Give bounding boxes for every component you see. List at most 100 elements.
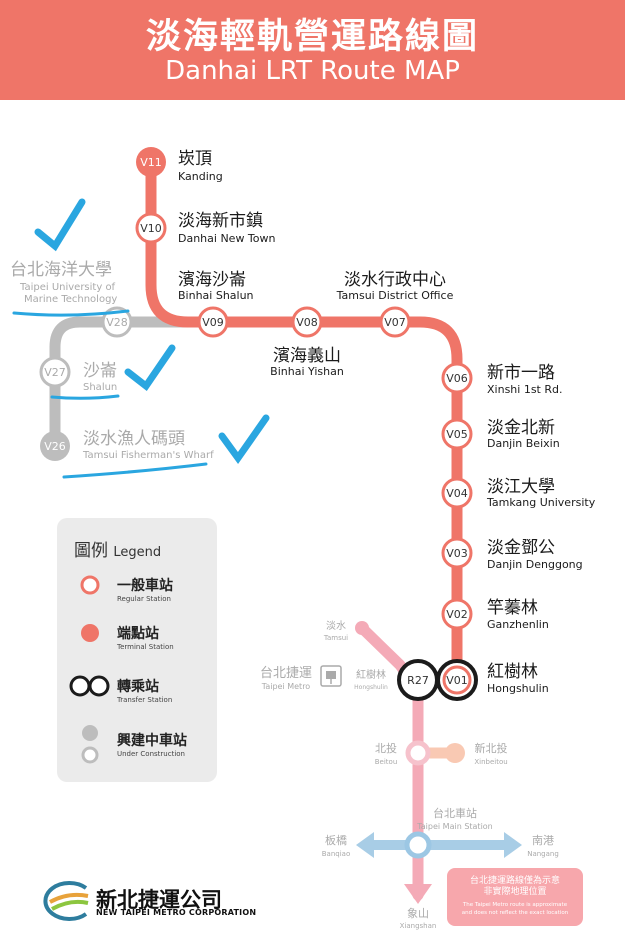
- station-marker-v07[interactable]: [379, 306, 411, 338]
- station-marker-v02[interactable]: [441, 598, 473, 630]
- name-v26-en: Tamsui Fisherman's Wharf: [82, 450, 214, 461]
- metro-beitou-zh: 北投: [375, 741, 397, 755]
- name-v08-en: Binhai Yishan: [270, 365, 344, 378]
- name-v06-en: Xinshi 1st Rd.: [487, 383, 562, 396]
- station-marker-v09[interactable]: [197, 306, 229, 338]
- company-name-en: NEW TAIPEI METRO CORPORATION: [96, 908, 257, 917]
- legend-transfer-zh: 轉乘站: [117, 679, 159, 695]
- name-v01-zh: 紅樹林: [487, 662, 538, 682]
- legend-panel: 圖例 Legend 一般車站 Regular Station 端點站 Termi…: [57, 518, 217, 782]
- name-v28-zh: 台北海洋大學: [10, 260, 112, 280]
- legend-symbols: [69, 575, 110, 764]
- transfer-station-icon: [69, 675, 110, 697]
- disclaimer-note: 台北捷運路線僅為示意 非實際地理位置 The Taipei Metro rout…: [447, 868, 583, 926]
- code-v08: V08: [296, 316, 318, 329]
- name-v27-zh: 沙崙: [83, 361, 117, 381]
- checkmark-icon: [34, 198, 86, 252]
- title-chinese: 淡海輕軌營運路線圖: [145, 17, 479, 57]
- construction-terminal-icon: [82, 725, 98, 741]
- metro-name-zh: 台北捷運: [260, 666, 312, 681]
- station-marker-v08[interactable]: [291, 306, 323, 338]
- legend-item-terminal: 端點站 Terminal Station: [117, 623, 174, 651]
- name-v11-en: Kanding: [178, 170, 223, 183]
- underline-v28: [12, 309, 130, 317]
- beitou-station: [405, 740, 431, 766]
- code-v06: V06: [446, 372, 468, 385]
- code-v27: V27: [44, 366, 66, 379]
- xinbeitou-terminal: [445, 743, 465, 763]
- name-v04-en: Tamkang University: [486, 496, 596, 509]
- name-v09-en: Binhai Shalun: [178, 289, 254, 302]
- new-taipei-metro-logo-icon: [43, 881, 89, 921]
- company-name-zh: 新北捷運公司: [96, 888, 222, 912]
- metro-beitou-en: Beitou: [375, 758, 398, 766]
- station-marker-v27[interactable]: [39, 356, 71, 388]
- name-v09-zh: 濱海沙崙: [178, 270, 246, 290]
- terminal-station-icon: [81, 624, 99, 642]
- underline-v27: [50, 394, 120, 400]
- metro-main-zh: 台北車站: [433, 806, 477, 820]
- code-v07: V07: [384, 316, 406, 329]
- metro-banqiao-zh: 板橋: [325, 833, 347, 847]
- name-v03-en: Danjin Denggong: [487, 558, 583, 571]
- code-v04: V04: [446, 487, 468, 500]
- station-marker-v05[interactable]: [441, 418, 473, 450]
- construction-station-icon: [81, 746, 99, 764]
- name-v07-zh: 淡水行政中心: [344, 270, 446, 290]
- metro-r27-zh: 紅樹林: [356, 668, 386, 681]
- legend-transfer-en: Transfer Station: [117, 696, 173, 704]
- code-r27: R27: [407, 674, 429, 687]
- station-marker-v28[interactable]: [101, 306, 133, 338]
- legend-construction-en: Under Construction: [117, 750, 185, 758]
- note-zh-line2: 非實際地理位置: [483, 887, 547, 897]
- name-v02-en: Ganzhenlin: [487, 618, 549, 631]
- name-v05-zh: 淡金北新: [487, 418, 555, 438]
- metro-xinbeitou-zh: 新北投: [475, 741, 508, 755]
- underline-v26: [62, 462, 208, 479]
- legend-item-regular: 一般車站 Regular Station: [117, 575, 173, 603]
- station-marker-v06[interactable]: [441, 362, 473, 394]
- main-station: [404, 831, 432, 859]
- name-v08-zh: 濱海義山: [273, 346, 341, 366]
- name-v02-zh: 竿蓁林: [487, 598, 538, 618]
- metro-xiangshan-en: Xiangshan: [400, 922, 437, 930]
- note-en-line2: and does not reflect the exact location: [461, 910, 569, 916]
- name-v06-zh: 新市一路: [487, 363, 555, 383]
- title-english: Danhai LRT Route MAP: [165, 56, 460, 86]
- station-marker-v10[interactable]: [135, 212, 167, 244]
- station-marker-v11[interactable]: [136, 147, 166, 177]
- station-marker-v03[interactable]: [441, 537, 473, 569]
- transfer-station-hongshulin[interactable]: [397, 659, 478, 701]
- metro-nangang-en: Nangang: [527, 850, 559, 858]
- note-zh-line1: 台北捷運路線僅為示意: [469, 876, 560, 886]
- name-v05-en: Danjin Beixin: [487, 437, 560, 450]
- legend-terminal-en: Terminal Station: [117, 643, 174, 651]
- name-v26-zh: 淡水漁人碼頭: [83, 429, 185, 449]
- tamsui-terminal: [355, 621, 369, 635]
- code-v10: V10: [140, 222, 162, 235]
- metro-tamsui-en: Tamsui: [323, 634, 348, 642]
- code-v05: V05: [446, 428, 468, 441]
- title-banner: 淡海輕軌營運路線圖 Danhai LRT Route MAP: [0, 0, 625, 100]
- code-v02: V02: [446, 608, 468, 621]
- name-v27-en: Shalun: [83, 382, 117, 393]
- name-v28-en1: Taipei University of: [19, 282, 116, 293]
- legend-title-zh: 圖例: [74, 541, 108, 561]
- code-v03: V03: [446, 547, 468, 560]
- name-v07-en: Tamsui District Office: [336, 289, 454, 302]
- name-v04-zh: 淡江大學: [487, 477, 555, 497]
- banqiao-arrow: [356, 832, 374, 858]
- taipei-metro-logo-icon: [320, 665, 342, 687]
- legend-terminal-zh: 端點站: [117, 626, 159, 642]
- name-v10-en: Danhai New Town: [178, 232, 276, 245]
- station-marker-v26[interactable]: [40, 431, 70, 461]
- metro-tamsui-zh: 淡水: [326, 620, 346, 632]
- code-v28: V28: [106, 316, 128, 329]
- handwritten-annotations: [12, 198, 270, 479]
- station-marker-v04[interactable]: [441, 477, 473, 509]
- metro-main-en: Taipei Main Station: [416, 822, 493, 831]
- xiangshan-arrow: [404, 884, 432, 904]
- code-v26: V26: [44, 440, 66, 453]
- grey-branch-line: [49, 316, 213, 446]
